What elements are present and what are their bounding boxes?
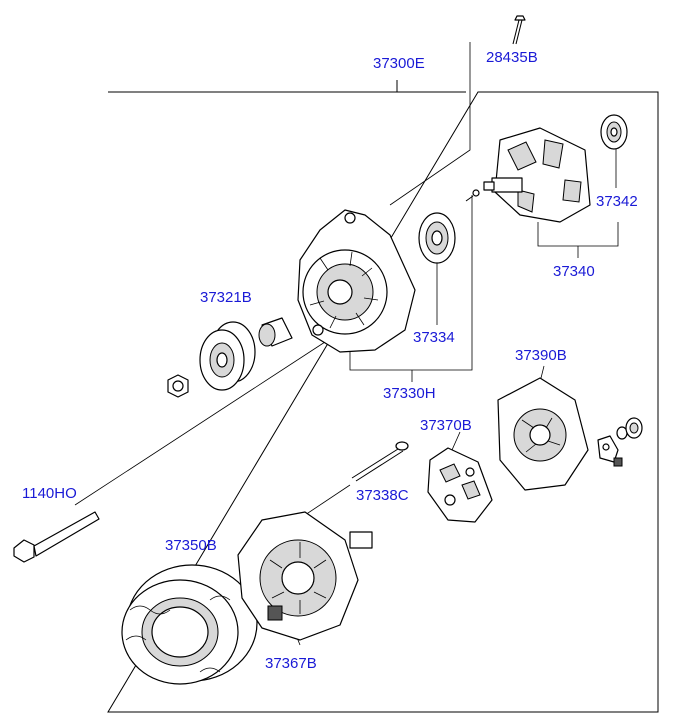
spacer [258, 317, 293, 347]
label-37367b[interactable]: 37367B [265, 655, 317, 672]
terminal-parts [597, 417, 643, 467]
label-28435b[interactable]: 28435B [486, 49, 538, 66]
nut [167, 374, 189, 398]
small-screw [465, 189, 480, 202]
label-37321b[interactable]: 37321B [200, 289, 252, 306]
regulator-37370b [427, 447, 493, 523]
rotor-37340 [483, 127, 591, 223]
pulley-37321b [199, 321, 256, 391]
rear-cover-37390b [497, 377, 589, 491]
label-37340[interactable]: 37340 [553, 263, 595, 280]
label-37338c[interactable]: 37338C [356, 487, 409, 504]
stator-37350b [121, 564, 258, 685]
rear-bracket-37367b [237, 511, 373, 641]
label-37350b[interactable]: 37350B [165, 537, 217, 554]
label-37300e[interactable]: 37300E [373, 55, 425, 72]
label-37390b[interactable]: 37390B [515, 347, 567, 364]
label-37370b[interactable]: 37370B [420, 417, 472, 434]
label-37330h[interactable]: 37330H [383, 385, 436, 402]
label-1140ho[interactable]: 1140HO [22, 485, 77, 502]
bearing-37342 [600, 114, 628, 150]
bolt-28435b [512, 15, 526, 45]
bearing-37334 [418, 212, 456, 264]
front-bracket-37330h [297, 209, 416, 353]
part-labels: 37300E 28435B 37342 37340 37321B 37334 3… [22, 49, 638, 672]
assembly-frame [107, 80, 659, 713]
bolt-37338c [351, 441, 409, 482]
label-37334[interactable]: 37334 [413, 329, 455, 346]
label-37342[interactable]: 37342 [596, 193, 638, 210]
bolt-1140ho [13, 511, 100, 563]
